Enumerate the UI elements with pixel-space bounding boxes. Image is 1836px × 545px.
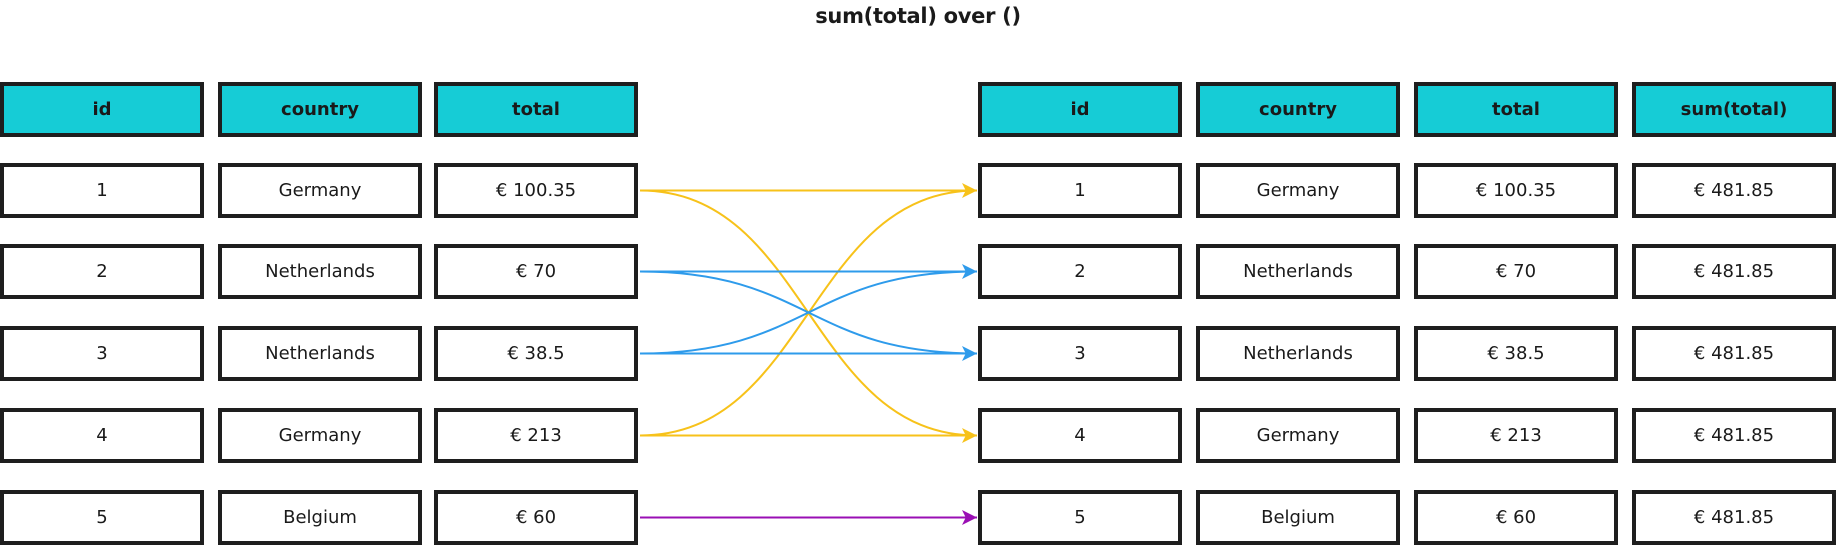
source-cell: € 38.5: [434, 326, 638, 381]
source-cell: 2: [0, 244, 204, 299]
result-cell: Belgium: [1196, 490, 1400, 545]
result-cell: € 100.35: [1414, 163, 1618, 218]
result-cell: 4: [978, 408, 1182, 463]
source-header-total: total: [434, 82, 638, 137]
arrow-netherlands-row3-to-row2: [639, 270, 978, 355]
result-cell: € 481.85: [1632, 408, 1836, 463]
result-header-total: total: [1414, 82, 1618, 137]
result-cell: € 481.85: [1632, 244, 1836, 299]
source-cell: 3: [0, 326, 204, 381]
source-header-country: country: [218, 82, 422, 137]
arrow-netherlands-row2-to-row3: [639, 270, 978, 355]
diagram-title: sum(total) over (): [815, 4, 1021, 28]
result-cell: € 481.85: [1632, 163, 1836, 218]
result-cell: € 70: [1414, 244, 1618, 299]
result-cell: € 60: [1414, 490, 1618, 545]
source-cell: Netherlands: [218, 244, 422, 299]
source-cell: 5: [0, 490, 204, 545]
result-cell: 3: [978, 326, 1182, 381]
arrow-germany-row4-to-row1: [639, 189, 978, 437]
result-cell: Germany: [1196, 408, 1400, 463]
result-header-country: country: [1196, 82, 1400, 137]
source-cell: € 60: [434, 490, 638, 545]
source-cell: Germany: [218, 408, 422, 463]
arrow-germany-row1-to-row4: [639, 189, 978, 437]
source-cell: Netherlands: [218, 326, 422, 381]
source-cell: Belgium: [218, 490, 422, 545]
source-cell: 4: [0, 408, 204, 463]
result-cell: € 481.85: [1632, 326, 1836, 381]
source-cell: 1: [0, 163, 204, 218]
source-cell: € 213: [434, 408, 638, 463]
result-cell: Netherlands: [1196, 244, 1400, 299]
result-cell: 1: [978, 163, 1182, 218]
result-cell: € 481.85: [1632, 490, 1836, 545]
source-cell: € 100.35: [434, 163, 638, 218]
source-cell: € 70: [434, 244, 638, 299]
result-cell: € 213: [1414, 408, 1618, 463]
result-cell: € 38.5: [1414, 326, 1618, 381]
result-header-sum-total: sum(total): [1632, 82, 1836, 137]
result-cell: Germany: [1196, 163, 1400, 218]
source-header-id: id: [0, 82, 204, 137]
source-cell: Germany: [218, 163, 422, 218]
result-cell: 2: [978, 244, 1182, 299]
result-header-id: id: [978, 82, 1182, 137]
result-cell: 5: [978, 490, 1182, 545]
result-cell: Netherlands: [1196, 326, 1400, 381]
